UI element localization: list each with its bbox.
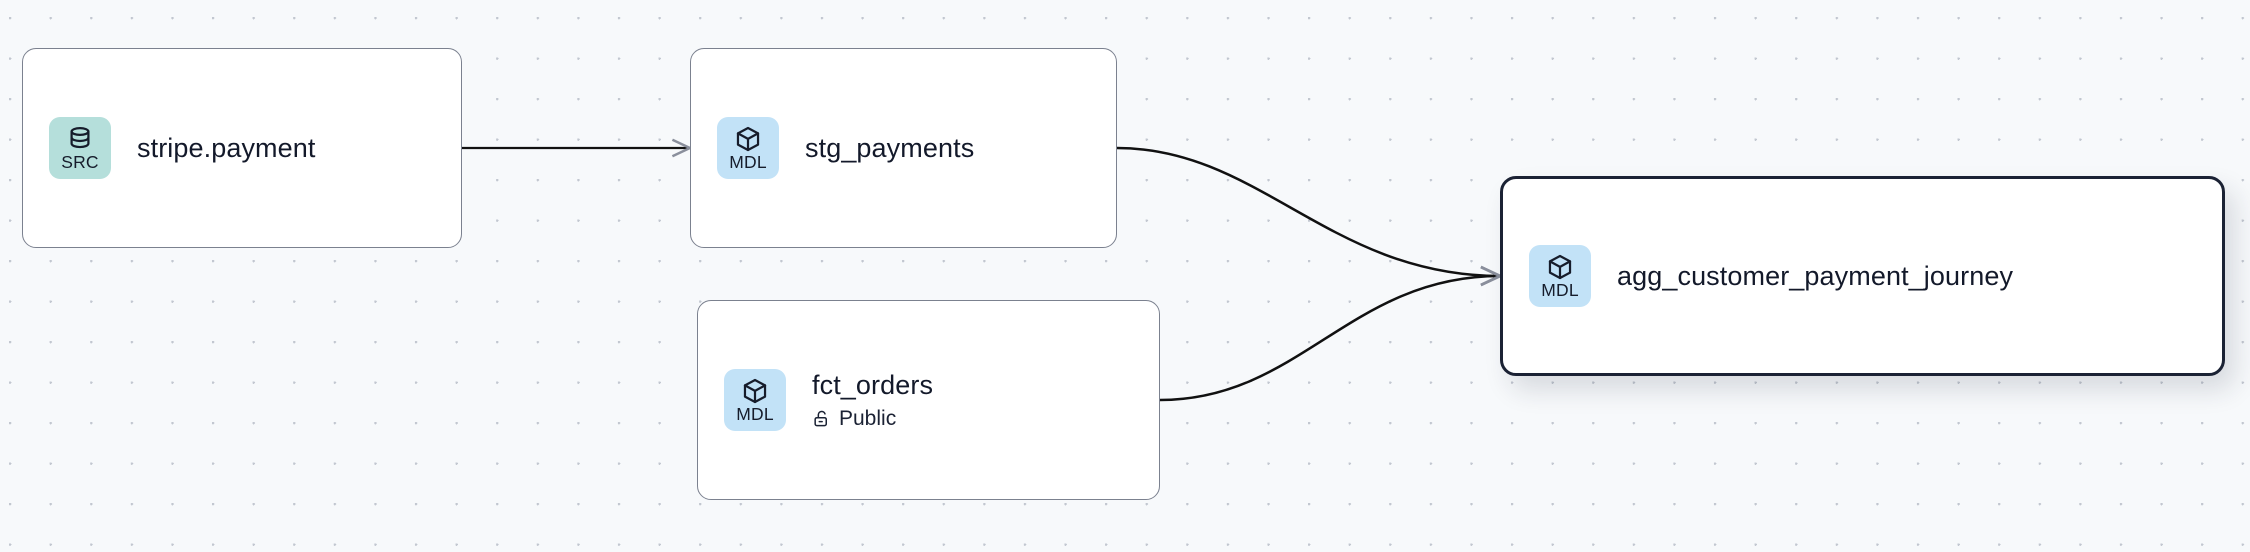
cube-icon <box>1548 254 1572 279</box>
badge-label: SRC <box>61 151 99 172</box>
model-badge: MDL <box>1529 245 1591 307</box>
node-body: agg_customer_payment_journey <box>1617 261 2013 291</box>
node-body: fct_orders Public <box>812 370 933 430</box>
node-body: stripe.payment <box>137 133 315 163</box>
node-body: stg_payments <box>805 133 974 163</box>
cube-icon <box>736 126 760 151</box>
source-badge: SRC <box>49 117 111 179</box>
badge-label: MDL <box>729 151 767 172</box>
unlock-icon <box>814 410 828 427</box>
badge-label: MDL <box>1541 279 1579 300</box>
node-visibility: Public <box>812 407 933 430</box>
node-title: agg_customer_payment_journey <box>1617 260 2014 291</box>
node-title: fct_orders <box>812 369 934 400</box>
lineage-node-agg-customer-payment-journey[interactable]: MDL agg_customer_payment_journey <box>1500 176 2225 376</box>
badge-label: MDL <box>736 403 774 424</box>
lineage-node-stg-payments[interactable]: MDL stg_payments <box>690 48 1117 248</box>
node-title: stg_payments <box>805 132 975 163</box>
node-title: stripe.payment <box>137 132 316 163</box>
model-badge: MDL <box>724 369 786 431</box>
model-badge: MDL <box>717 117 779 179</box>
edge-stg-to-agg <box>1116 146 1500 276</box>
database-icon <box>70 126 90 148</box>
lineage-node-fct-orders[interactable]: MDL fct_orders Public <box>697 300 1160 500</box>
cube-icon <box>743 378 767 403</box>
edge-fct-to-agg <box>1159 276 1500 402</box>
lineage-node-stripe-payment[interactable]: SRC stripe.payment <box>22 48 462 248</box>
visibility-label: Public <box>839 407 897 431</box>
